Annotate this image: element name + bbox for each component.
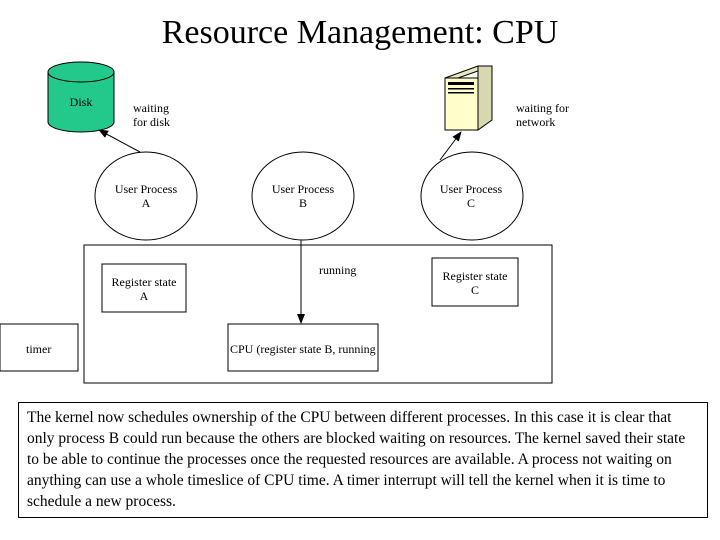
cpu-box-label: CPU (register state B, running bbox=[230, 342, 376, 356]
register-state-a-box bbox=[101, 263, 187, 313]
process-a-circle bbox=[94, 151, 198, 241]
slide-title: Resource Management: CPU bbox=[161, 14, 559, 51]
arrow-process-c-to-server bbox=[439, 131, 462, 161]
timer-box-label: timer bbox=[26, 342, 52, 356]
disk-cylinder bbox=[47, 61, 115, 133]
waiting-for-network-note: waiting for network bbox=[516, 101, 569, 129]
process-b-label: User Process B bbox=[271, 182, 335, 210]
process-b-circle bbox=[251, 151, 355, 241]
arrow-process-a-to-disk bbox=[98, 129, 141, 153]
running-note: running bbox=[319, 263, 357, 277]
caption-text-box: The kernel now schedules ownership of th… bbox=[18, 402, 708, 518]
process-a-label: User Process A bbox=[114, 182, 178, 210]
register-state-c-box bbox=[431, 257, 519, 307]
waiting-for-disk-note: waiting for disk bbox=[133, 101, 170, 129]
disk-label: Disk bbox=[69, 95, 93, 109]
register-state-c-label: Register state C bbox=[442, 269, 508, 297]
kernel-box bbox=[83, 244, 553, 384]
register-state-a-label: Register state A bbox=[111, 275, 177, 303]
process-c-circle bbox=[420, 151, 524, 241]
timer-box bbox=[0, 323, 79, 372]
cpu-box bbox=[227, 323, 379, 372]
server-icon bbox=[444, 65, 493, 131]
process-c-label: User Process C bbox=[439, 182, 503, 210]
